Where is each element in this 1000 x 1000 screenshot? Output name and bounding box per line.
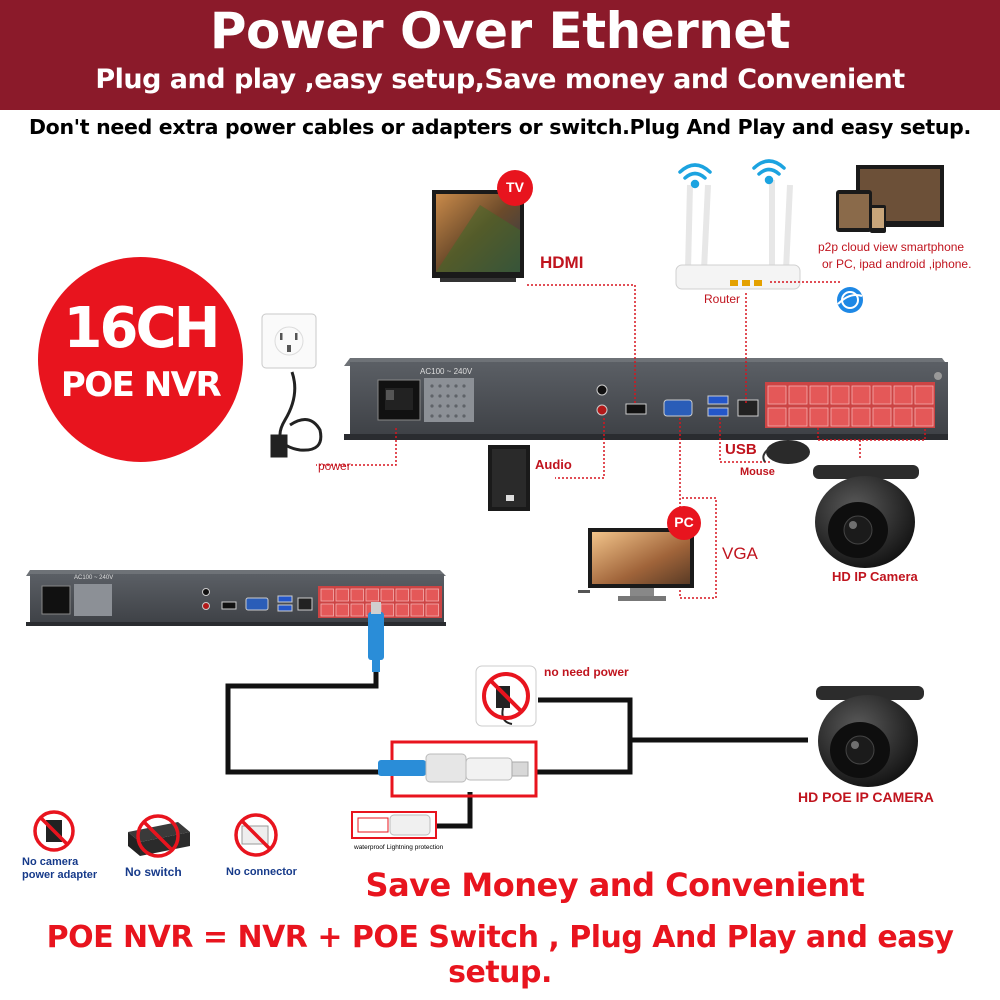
poe-port <box>788 407 808 427</box>
poe-port <box>851 407 871 427</box>
poe-port-bank <box>765 382 935 428</box>
badge-product-type: POE NVR <box>60 365 222 405</box>
poe-port <box>380 588 394 602</box>
poe-port <box>893 407 913 427</box>
power-cable <box>270 371 323 458</box>
vga-label: VGA <box>722 544 758 563</box>
audio-label: Audio <box>535 457 572 472</box>
poe-port <box>767 385 787 405</box>
poe-port <box>365 588 379 602</box>
power-plug-icon <box>386 390 394 400</box>
multi-device-screens <box>836 165 944 233</box>
page-title: Power Over Ethernet <box>209 2 791 60</box>
note-no-switch: No switch <box>125 865 182 879</box>
poe-port <box>830 385 850 405</box>
poe-port <box>872 407 892 427</box>
hd-poe-ip-camera-label: HD POE IP CAMERA <box>798 789 934 805</box>
poe-port <box>872 385 892 405</box>
wall-socket <box>261 313 317 369</box>
waterproof-connector <box>351 811 437 839</box>
poe-port <box>893 385 913 405</box>
no-connector-icon <box>234 813 278 857</box>
poe-port <box>425 588 439 602</box>
mouse-icon <box>762 440 810 464</box>
badge-channel-count: 16CH <box>63 296 221 361</box>
no-adapter-icon <box>475 665 537 727</box>
pc-badge <box>667 506 701 540</box>
poe-port <box>395 588 409 602</box>
note-no-connector: No connector <box>226 866 297 878</box>
poe-port <box>350 603 364 617</box>
header-banner <box>0 0 1000 110</box>
poe-cable <box>225 672 808 829</box>
usb-label: USB <box>725 441 757 458</box>
poe-port <box>788 385 808 405</box>
hdmi-label: HDMI <box>540 253 584 272</box>
tv-badge-label: TV <box>506 179 524 195</box>
p2p-label-line1: p2p cloud view smartphone <box>818 240 965 254</box>
poe-port <box>410 588 424 602</box>
save-money-slogan: Save Money and Convenient <box>365 866 865 904</box>
speaker-icon <box>488 445 530 511</box>
poe-port <box>335 603 349 617</box>
no-adapter-icon <box>33 810 75 852</box>
tv-badge <box>497 170 533 206</box>
wifi-icon <box>752 159 786 185</box>
camera-icon <box>816 686 924 787</box>
nvr-power-rating: AC100 ~ 240V <box>420 367 473 376</box>
poe-formula: POE NVR = NVR + POE Switch , Plug And Pl… <box>46 920 954 990</box>
no-need-power-label: no need power <box>544 665 629 679</box>
poe-port <box>851 385 871 405</box>
poe-port <box>809 407 829 427</box>
power-label: power <box>318 459 351 473</box>
poe-port <box>320 603 334 617</box>
poe-port <box>335 588 349 602</box>
note-no-adapter-line1: No camera <box>22 856 79 868</box>
ethernet-plug <box>368 602 384 672</box>
router-label: Router <box>704 292 741 306</box>
p2p-label-line2: or PC, ipad android ,iphone. <box>822 257 972 271</box>
hd-ip-camera-label: HD IP Camera <box>832 569 918 584</box>
poe-port <box>320 588 334 602</box>
mouse-label: Mouse <box>740 466 775 478</box>
router-device <box>675 180 801 290</box>
poe-port <box>830 407 850 427</box>
poe-port <box>410 603 424 617</box>
poe-port <box>425 603 439 617</box>
coupler-box <box>378 740 538 798</box>
nvr-power-rating-bottom: AC100 ~ 240V <box>74 575 114 581</box>
pc-badge-label: PC <box>674 514 694 530</box>
note-no-adapter-line2: power adapter <box>22 869 98 881</box>
camera-icon <box>813 465 919 568</box>
poe-port <box>914 407 934 427</box>
poe-port <box>914 385 934 405</box>
poe-port <box>395 603 409 617</box>
waterproof-label: waterproof Lightning protection <box>354 844 444 851</box>
product-badge <box>38 257 243 462</box>
tagline: Don't need extra power cables or adapter… <box>28 115 972 139</box>
globe-icon <box>837 287 863 313</box>
page-subtitle: Plug and play ,easy setup,Save money and… <box>95 64 905 95</box>
poe-port <box>767 407 787 427</box>
poe-port <box>809 385 829 405</box>
pc-monitor <box>578 528 694 601</box>
no-switch-icon <box>128 814 190 858</box>
wifi-icon <box>678 163 712 189</box>
poe-port <box>350 588 364 602</box>
